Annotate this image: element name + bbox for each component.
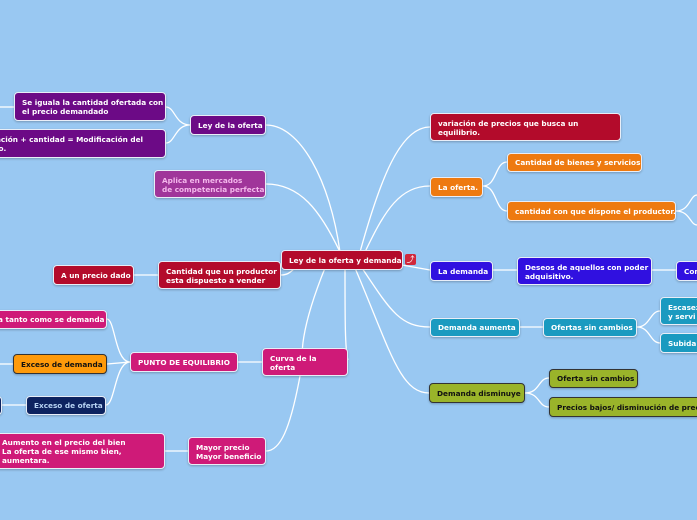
mindmap-link-icon[interactable]: ⤴ (405, 254, 416, 265)
label: y servi (668, 312, 696, 321)
label: Subida (668, 338, 697, 348)
label: Mayor precio (196, 443, 250, 452)
label: a tanto como se demanda (0, 315, 105, 324)
label: Deseos de aquellos con poder (525, 263, 649, 272)
label: A un precio dado (61, 270, 131, 280)
label: PUNTO DE EQUILIBRIO (138, 357, 230, 367)
label: Oferta sin cambios (557, 374, 635, 383)
node-punto-equilibrio[interactable]: PUNTO DE EQUILIBRIO (130, 352, 238, 372)
label: Aumento en el precio del bien (2, 438, 126, 447)
node-la-demanda[interactable]: La demanda (430, 261, 493, 281)
label: aumentara. (2, 456, 50, 465)
label: Curva de la (270, 354, 317, 363)
node-con[interactable]: Con (676, 261, 697, 281)
label: Con (684, 266, 697, 276)
label: adquisitivo. (525, 272, 574, 281)
label: Demanda disminuye (437, 388, 521, 398)
label: Aplica en mercados (162, 176, 243, 185)
node-precio-dado[interactable]: A un precio dado (53, 265, 134, 285)
node-exceso-oferta[interactable]: Exceso de oferta (26, 396, 106, 415)
label: La demanda (438, 266, 489, 276)
central-node[interactable]: Ley de la oferta y demanda (281, 250, 403, 270)
label: Mayor beneficio (196, 452, 262, 461)
node-tanto-como[interactable]: a tanto como se demanda (0, 310, 107, 329)
node-precios-bajos[interactable]: Precios bajos/ disminución de preci (549, 397, 697, 417)
label: Se iguala la cantidad ofertada con (22, 98, 164, 107)
node-demanda-aumenta[interactable]: Demanda aumenta (430, 318, 520, 337)
node-modificacion[interactable]: ación + cantidad = Modificación dello. (0, 129, 166, 158)
node-oferta-sin-cambios[interactable]: Oferta sin cambios (549, 369, 638, 388)
label: oferta (270, 363, 296, 372)
label: Exceso de oferta (34, 401, 103, 410)
node-dispone[interactable]: cantidad con que dispone el productor. (507, 201, 676, 221)
label: La oferta de ese mismo bien, (2, 447, 122, 456)
label: el precio demandado (22, 107, 109, 116)
label: Ley de la oferta (198, 120, 263, 130)
label: Exceso de demanda (21, 359, 103, 369)
node-subida[interactable]: Subida (660, 333, 697, 353)
label: cantidad con que dispone el productor. (515, 206, 676, 216)
label: Cantidad de bienes y servicios (515, 158, 641, 167)
label: Ofertas sin cambios (551, 323, 633, 332)
label: variación de precios que busca un (438, 119, 579, 128)
label: Escasez (668, 303, 697, 312)
central-label: Ley de la oferta y demanda (289, 255, 402, 265)
label: lo. (0, 144, 7, 153)
label: Precios bajos/ disminución de preci (557, 402, 697, 412)
label: La oferta. (438, 182, 479, 192)
node-bienes[interactable]: Cantidad de bienes y servicios (507, 153, 642, 172)
node-ofertas-sin-cambios[interactable]: Ofertas sin cambios (543, 318, 637, 337)
node-ley-oferta[interactable]: Ley de la oferta (190, 115, 266, 135)
label: esta dispuesto a vender (166, 276, 266, 285)
node-offscreen[interactable] (0, 396, 2, 415)
node-exceso-demanda[interactable]: Exceso de demanda (13, 354, 107, 374)
node-demanda-disminuye[interactable]: Demanda disminuye (429, 383, 525, 403)
label: equilibrio. (438, 128, 480, 137)
label: Cantidad que un productor (166, 267, 277, 276)
node-la-oferta[interactable]: La oferta. (430, 177, 483, 197)
label: ación + cantidad = Modificación del (0, 135, 144, 144)
label: de competencia perfecta (162, 185, 265, 194)
label: Demanda aumenta (438, 323, 516, 332)
